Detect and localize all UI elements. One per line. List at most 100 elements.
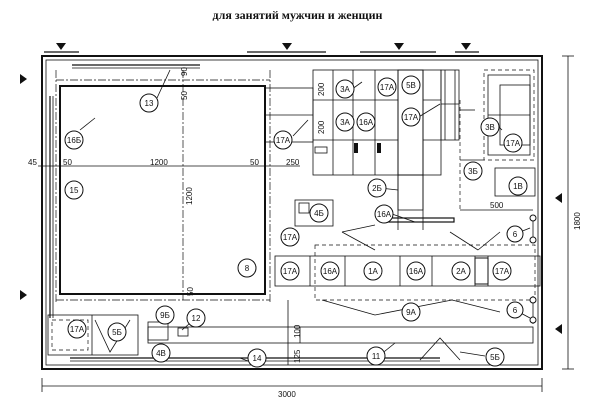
svg-text:8: 8 (245, 264, 250, 273)
svg-text:4В: 4В (156, 349, 166, 358)
svg-text:16Б: 16Б (67, 136, 81, 145)
svg-text:6: 6 (513, 306, 518, 315)
svg-text:5Б: 5Б (112, 328, 122, 337)
svg-text:2Б: 2Б (372, 184, 382, 193)
callout-16a-top (356, 112, 376, 132)
callout-1a (363, 261, 383, 281)
marker-top-3 (394, 43, 404, 50)
marker-left-1 (20, 74, 27, 84)
dim-1200-vertical: 1200 (185, 187, 194, 205)
outer-wall (41, 55, 543, 370)
svg-text:6: 6 (513, 230, 518, 239)
dim-50-bottom: 50 (186, 287, 195, 296)
beam-16a (385, 217, 455, 223)
marker-top-1 (56, 43, 66, 50)
page-title: для занятий мужчин и женщин (212, 8, 383, 22)
svg-text:16А: 16А (409, 267, 424, 276)
svg-text:17А: 17А (380, 83, 395, 92)
dim-50-top: 50 (180, 91, 189, 100)
dim-3000: 3000 (278, 390, 296, 399)
svg-text:16А: 16А (377, 210, 392, 219)
callout-14 (247, 348, 267, 368)
svg-text:11: 11 (372, 352, 381, 361)
svg-text:17А: 17А (283, 267, 298, 276)
callout-4b (309, 203, 329, 223)
court-15 (59, 85, 266, 295)
leader-lines (79, 69, 531, 362)
marker-top-4 (461, 43, 471, 50)
callout-17a-r1 (280, 261, 300, 281)
callout-2b (367, 178, 387, 198)
equipment-grid-top (312, 69, 442, 176)
dim-125: 125 (293, 349, 302, 363)
callout-5v (401, 75, 421, 95)
callout-12 (186, 308, 206, 328)
svg-text:15: 15 (70, 186, 79, 195)
callout-15 (64, 180, 84, 200)
svg-text:16А: 16А (359, 118, 374, 127)
mats-zone-dashed (314, 244, 536, 301)
dim-90: 90 (180, 67, 189, 76)
svg-text:9А: 9А (406, 308, 416, 317)
svg-text:13: 13 (145, 99, 154, 108)
dim-45: 45 (28, 158, 37, 167)
svg-text:12: 12 (192, 314, 201, 323)
callout-16a-r1 (320, 261, 340, 281)
callout-17a-left (273, 130, 293, 150)
marker-left-2 (20, 290, 27, 300)
callout-1v (508, 176, 528, 196)
svg-text:5Б: 5Б (490, 353, 500, 362)
callout-3a-1 (335, 79, 355, 99)
callout-9b (155, 305, 175, 325)
bench-11 (147, 326, 534, 344)
svg-text:17А: 17А (283, 233, 298, 242)
apparatus-area-dashed (483, 69, 535, 161)
wall-bars-5v (440, 69, 460, 141)
svg-text:1В: 1В (513, 182, 523, 191)
dim-200-a: 200 (317, 82, 326, 96)
svg-text:3Б: 3Б (468, 167, 478, 176)
marker-top-2 (282, 43, 292, 50)
callout-16b (64, 130, 84, 150)
callout-9a (401, 302, 421, 322)
callout-16a-mid (374, 204, 394, 224)
callout-6-b (506, 301, 524, 319)
svg-text:1А: 1А (368, 267, 378, 276)
callout-5b-right (485, 347, 505, 367)
dim-500: 500 (490, 201, 504, 210)
dim-200-b: 200 (317, 120, 326, 134)
marker-right-2 (555, 324, 562, 334)
callout-3b (463, 161, 483, 181)
callout-3a-2 (335, 112, 355, 132)
svg-text:16А: 16А (323, 267, 338, 276)
callout-17a-tr (503, 133, 523, 153)
svg-text:9Б: 9Б (160, 311, 170, 320)
callout-17a-bl (67, 319, 87, 339)
callout-5b-left (107, 322, 127, 342)
callout-11 (366, 346, 386, 366)
svg-text:17А: 17А (495, 267, 510, 276)
entrance-markers (20, 43, 562, 334)
dim-50-left: 50 (63, 158, 72, 167)
svg-text:14: 14 (253, 354, 262, 363)
svg-text:17А: 17А (506, 139, 521, 148)
dim-1200-horizontal: 1200 (150, 158, 168, 167)
callout-8 (237, 258, 257, 278)
callout-17a-r2 (492, 261, 512, 281)
mats-row (274, 255, 541, 287)
callout-17a-top1 (377, 77, 397, 97)
callout-3v (480, 117, 500, 137)
svg-text:5В: 5В (406, 81, 416, 90)
dim-250: 250 (286, 158, 300, 167)
svg-text:17А: 17А (70, 325, 85, 334)
callout-17a-top2 (401, 107, 421, 127)
callout-16a-r2 (406, 261, 426, 281)
dim-100: 100 (293, 324, 302, 338)
svg-text:17А: 17А (404, 113, 419, 122)
dim-1800: 1800 (573, 212, 582, 230)
marker-right-1 (555, 193, 562, 203)
svg-text:3В: 3В (485, 123, 495, 132)
callouts: 13 16Б 15 8 17А 17А 4Б 3А 3А 16А 17А 5В … (64, 75, 528, 368)
callout-4v (151, 343, 171, 363)
